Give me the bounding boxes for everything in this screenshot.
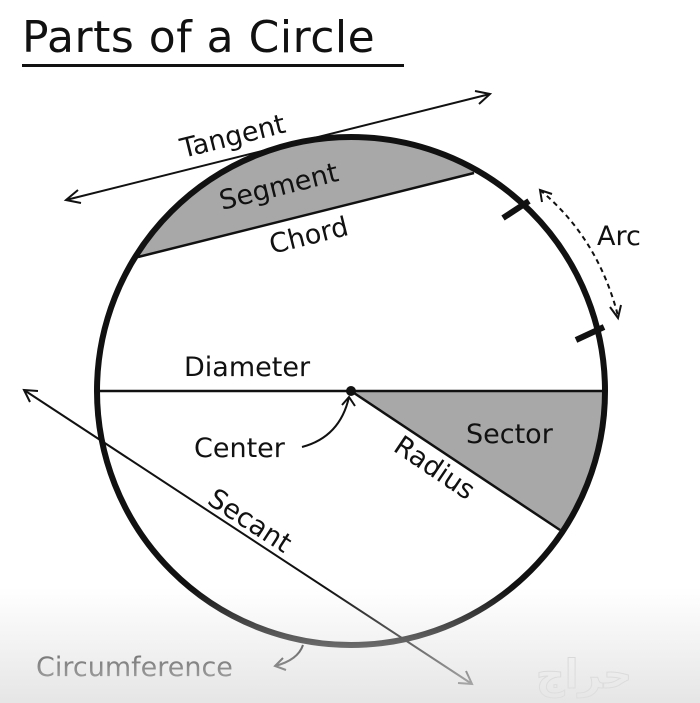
tangent-line <box>63 90 493 204</box>
page-title: Parts of a Circle <box>22 12 376 63</box>
center-pointer-arrow <box>301 395 356 448</box>
circumference-pointer-arrow <box>273 644 304 671</box>
radius-line <box>350 389 561 532</box>
arc-label: Arc <box>597 221 641 252</box>
arc-tick-top <box>501 198 531 221</box>
center-label: Center <box>194 433 286 464</box>
center-point <box>346 386 356 396</box>
sector-region <box>351 391 605 530</box>
title-underline <box>22 64 404 67</box>
circumference-label: Circumference <box>36 652 233 683</box>
chord-line <box>137 171 475 259</box>
arc-tick-bottom <box>574 324 606 343</box>
diameter-label: Diameter <box>184 352 311 383</box>
watermark-logo: حراج <box>536 652 632 698</box>
arc-indicator-arrow <box>538 188 622 321</box>
secant-label: Secant <box>202 483 297 560</box>
sector-label: Sector <box>466 419 554 450</box>
